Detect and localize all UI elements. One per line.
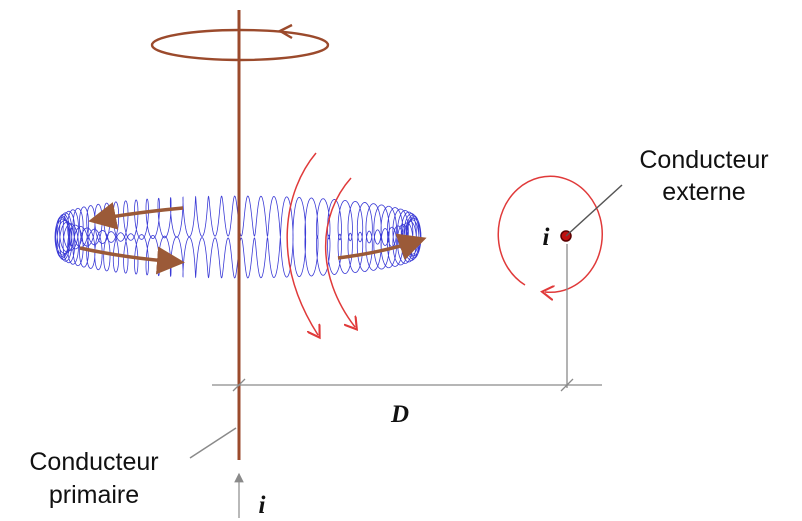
coil-arrow-lower-left-icon bbox=[79, 246, 185, 275]
field-line-inner bbox=[286, 152, 318, 335]
external-current-label: i bbox=[543, 224, 550, 251]
external-field-loop bbox=[497, 175, 603, 292]
coil-arrow-upper-left-icon bbox=[88, 202, 184, 230]
top-loop-arrow-icon bbox=[277, 23, 293, 40]
primary-conductor-label-line1: Conducteur bbox=[29, 448, 158, 476]
external-conductor-label-line1: Conducteur bbox=[639, 146, 768, 174]
primary-conductor-label-line2: primaire bbox=[49, 481, 139, 509]
dimension-tick-right bbox=[560, 378, 574, 392]
external-conductor-label-line2: externe bbox=[662, 178, 745, 206]
primary-current-label: i bbox=[259, 492, 266, 519]
primary-leader-line bbox=[189, 427, 237, 459]
dimension-tick-left bbox=[232, 378, 246, 392]
coil-arrow-right-icon bbox=[337, 233, 427, 261]
external-leader-line bbox=[565, 184, 623, 237]
distance-label: D bbox=[390, 401, 409, 428]
field-line-outer bbox=[324, 177, 355, 327]
